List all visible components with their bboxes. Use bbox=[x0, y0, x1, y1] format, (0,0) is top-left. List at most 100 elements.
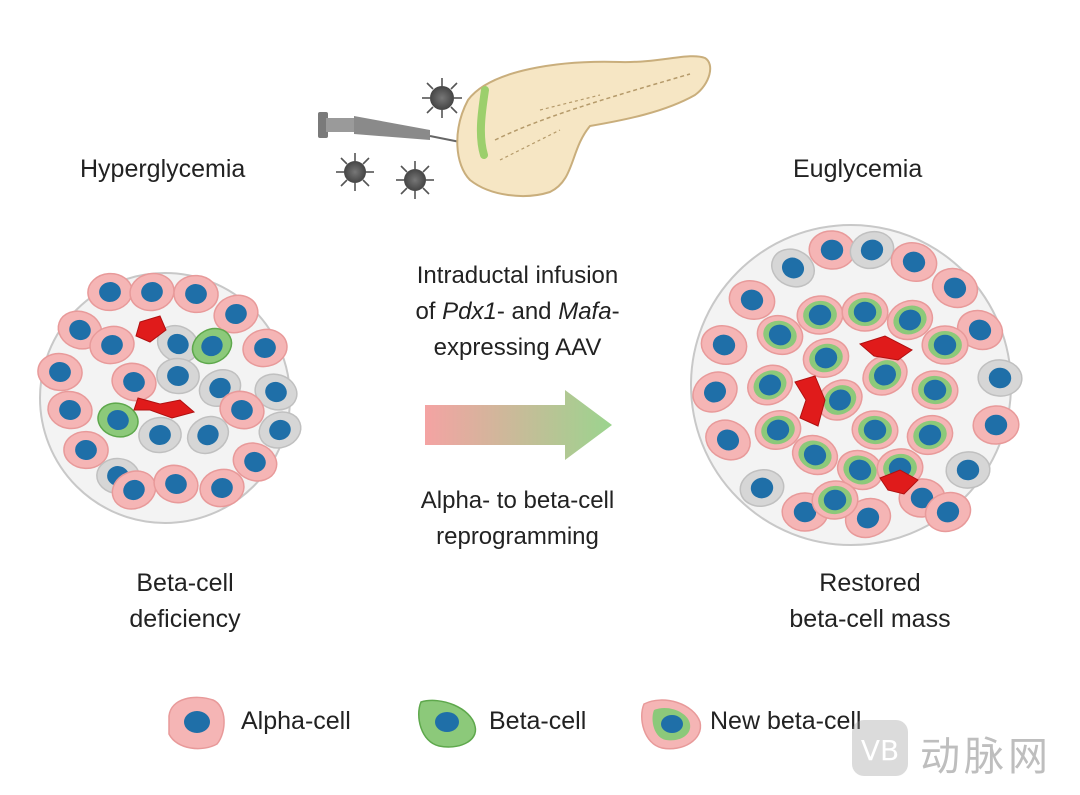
right-islet-cells bbox=[692, 230, 1023, 539]
cell-nucleus bbox=[910, 487, 934, 509]
left-caption-line-2: deficiency bbox=[129, 605, 241, 633]
aav-virus-icon bbox=[336, 153, 374, 191]
cell-nucleus bbox=[860, 239, 884, 261]
cell-nucleus bbox=[829, 389, 851, 411]
intervention-text: Intraductal infusion of Pdx1- and Mafa- … bbox=[355, 258, 680, 366]
cell-nucleus bbox=[99, 282, 121, 302]
aav-virus-icon bbox=[396, 161, 434, 199]
legend-beta-cell-icon bbox=[418, 699, 477, 748]
cell-nucleus bbox=[803, 444, 827, 466]
blood-vessel bbox=[879, 469, 919, 495]
cell-nucleus bbox=[956, 459, 980, 481]
cell-nucleus bbox=[918, 424, 942, 446]
cell-nucleus bbox=[712, 334, 736, 356]
intervention-line-1: Intraductal infusion bbox=[416, 262, 619, 289]
legend-new-beta-label: New beta-cell bbox=[710, 707, 862, 735]
blood-vessel bbox=[794, 375, 826, 427]
intervention-and: - and bbox=[496, 298, 559, 325]
cell-nucleus bbox=[943, 277, 967, 299]
cell-nucleus bbox=[209, 377, 231, 399]
cell-nucleus bbox=[923, 379, 947, 401]
intervention-prefix: of bbox=[415, 298, 443, 325]
cell-nucleus bbox=[231, 399, 253, 421]
progression-arrow bbox=[425, 390, 612, 460]
cell-nucleus bbox=[848, 459, 872, 481]
cell-nucleus bbox=[165, 473, 187, 495]
cell-nucleus bbox=[853, 301, 877, 323]
cell-nucleus bbox=[758, 374, 782, 396]
cell-nucleus bbox=[167, 366, 189, 386]
cell-nucleus bbox=[123, 371, 145, 393]
cell-nucleus bbox=[141, 282, 163, 302]
watermark-text: 动脉网 bbox=[920, 734, 1052, 780]
legend-beta-label: Beta-cell bbox=[489, 707, 587, 735]
cell-nucleus bbox=[704, 381, 726, 403]
gene-mafa: Mafa bbox=[558, 298, 612, 325]
cell-nucleus bbox=[856, 507, 880, 529]
cell-nucleus bbox=[863, 419, 887, 441]
cell-nucleus bbox=[793, 501, 817, 523]
right-state-label: Euglycemia bbox=[793, 155, 923, 183]
cell-nucleus bbox=[902, 251, 926, 273]
cell-nucleus bbox=[808, 304, 832, 326]
left-caption-line-1: Beta-cell bbox=[136, 569, 234, 597]
reprogramming-line-1: Alpha- to beta-cell bbox=[420, 487, 615, 514]
right-caption-line-2: beta-cell mass bbox=[789, 605, 951, 633]
cell-nucleus bbox=[107, 409, 129, 431]
cell-nucleus bbox=[167, 333, 189, 355]
cell-nucleus bbox=[225, 303, 247, 325]
gene-pdx1: Pdx1 bbox=[442, 298, 497, 325]
intervention-hyphen: - bbox=[611, 298, 620, 325]
cell-nucleus bbox=[75, 440, 97, 460]
legend-alpha-label: Alpha-cell bbox=[241, 707, 351, 735]
reprogramming-text: Alpha- to beta-cell reprogramming bbox=[385, 483, 650, 555]
cell-nucleus bbox=[898, 309, 922, 331]
intervention-line-3: expressing AAV bbox=[433, 334, 602, 361]
svg-text:VB: VB bbox=[861, 734, 899, 767]
cell-nucleus bbox=[766, 419, 790, 441]
watermark-logo-icon: VB bbox=[852, 720, 908, 776]
cell-nucleus bbox=[59, 400, 81, 420]
pancreas-illustration bbox=[456, 55, 712, 197]
syringe-icon bbox=[318, 112, 471, 145]
cell-nucleus bbox=[716, 429, 740, 451]
cell-nucleus bbox=[781, 257, 805, 279]
cell-nucleus bbox=[814, 347, 838, 369]
cell-nucleus bbox=[936, 501, 960, 523]
cell-nucleus bbox=[750, 477, 774, 499]
cell-nucleus bbox=[768, 324, 792, 346]
blood-vessel bbox=[135, 315, 167, 343]
cell-nucleus bbox=[201, 335, 223, 357]
left-state-label: Hyperglycemia bbox=[80, 155, 246, 183]
cell-nucleus bbox=[823, 489, 847, 511]
cell-nucleus bbox=[968, 319, 992, 341]
aav-virus-icon bbox=[422, 78, 462, 118]
cell-nucleus bbox=[149, 425, 171, 445]
cell-nucleus bbox=[265, 381, 287, 403]
cell-nucleus bbox=[269, 419, 291, 441]
left-islet-cells bbox=[37, 272, 302, 510]
legend-alpha-cell-icon bbox=[168, 696, 225, 750]
cell-nucleus bbox=[197, 424, 219, 446]
cell-nucleus bbox=[211, 478, 233, 498]
cell-nucleus bbox=[101, 335, 123, 355]
cell-nucleus bbox=[874, 364, 896, 386]
cell-nucleus bbox=[933, 334, 957, 356]
left-caption: Beta-cell deficiency bbox=[85, 565, 285, 637]
blood-vessel bbox=[858, 335, 913, 361]
cell-nucleus bbox=[740, 289, 764, 311]
cell-nucleus bbox=[69, 319, 91, 341]
cell-nucleus bbox=[254, 338, 276, 358]
blood-vessel bbox=[133, 397, 196, 419]
reprogramming-line-2: reprogramming bbox=[436, 523, 599, 550]
cell-nucleus bbox=[185, 284, 207, 304]
cell-nucleus bbox=[820, 239, 844, 261]
right-caption-line-1: Restored bbox=[819, 569, 921, 597]
cell-nucleus bbox=[244, 451, 266, 473]
cell-nucleus bbox=[49, 362, 71, 382]
cell-nucleus bbox=[988, 367, 1012, 389]
legend-new-beta-cell-icon bbox=[641, 699, 702, 750]
intervention-line-2: of Pdx1- and Mafa- bbox=[355, 294, 680, 330]
cell-nucleus bbox=[984, 414, 1008, 436]
